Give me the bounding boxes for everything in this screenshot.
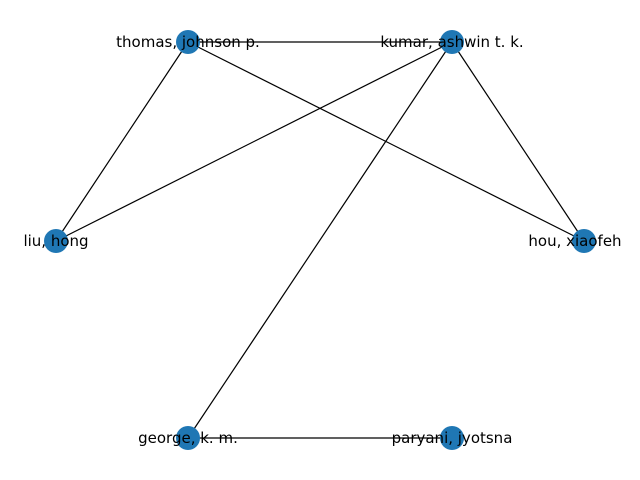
node-label-kumar: kumar, ashwin t. k.: [380, 33, 523, 51]
edge-kumar-liu: [55, 41, 453, 242]
node-label-liu: liu, hong: [23, 232, 88, 250]
edge-kumar-hou: [451, 41, 585, 242]
node-label-george: george, k. m.: [138, 429, 238, 447]
node-hou: hou, xiaofeh: [528, 229, 622, 253]
node-marker-hou: [572, 229, 596, 253]
node-marker-liu: [44, 229, 68, 253]
node-liu: liu, hong: [23, 229, 89, 253]
edge-kumar-george: [187, 41, 453, 439]
node-label-paryani: paryani, jyotsna: [392, 429, 513, 447]
node-paryani: paryani, jyotsna: [392, 426, 513, 450]
edge-thomas-liu: [55, 41, 189, 242]
node-marker-kumar: [440, 30, 464, 54]
node-marker-thomas: [176, 30, 200, 54]
node-george: george, k. m.: [138, 426, 238, 450]
node-thomas: thomas, johnson p.: [116, 30, 260, 54]
edges-layer: [55, 41, 585, 439]
node-label-thomas: thomas, johnson p.: [116, 33, 260, 51]
node-marker-paryani: [440, 426, 464, 450]
node-label-hou: hou, xiaofeh: [528, 232, 621, 250]
nodes-layer: thomas, johnson p. kumar, ashwin t. k. l…: [23, 30, 622, 450]
node-kumar: kumar, ashwin t. k.: [380, 30, 524, 54]
node-marker-george: [176, 426, 200, 450]
